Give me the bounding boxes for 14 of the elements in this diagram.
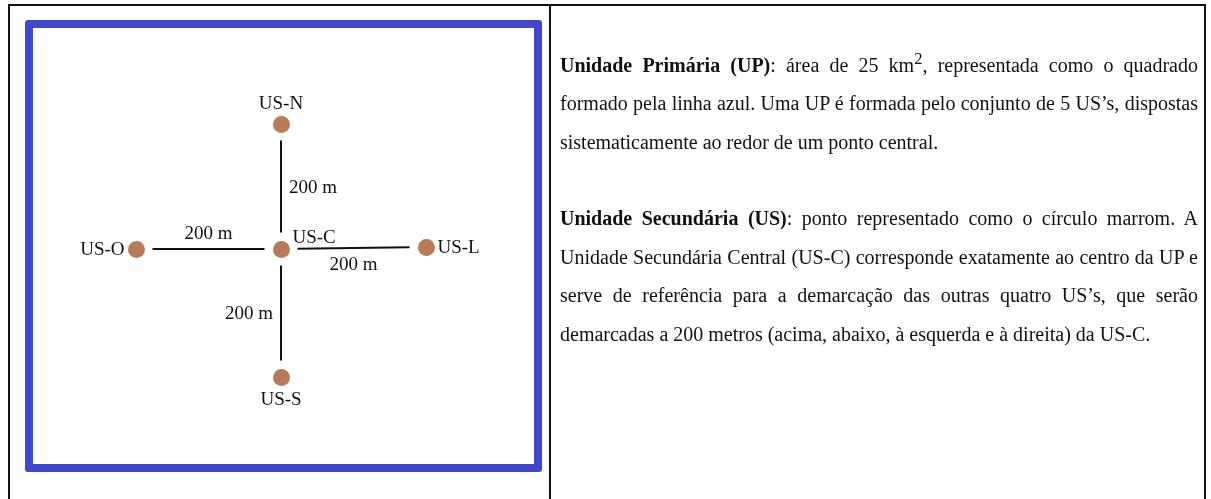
description-paragraph: Unidade Primária (UP): área de 25 km$^{2}$, representada como o quadrado formado pela linha azul. Uma UP é formada pelo conjunto de 5 US’s, dispostas sistematicamente ao redor de um ponto central. [560,48,1198,156]
sample-point: US-O [80,239,145,259]
connector-line [280,264,282,362]
connector-line [280,139,282,234]
distance-label: 200 m [224,303,273,323]
distance-label: 200 m [289,176,338,197]
distance-label: 200 m [184,223,233,243]
connector-line [296,246,411,250]
sample-point: US-S [260,368,302,409]
description-paragraph: Unidade Secundária (US): ponto representado como o círculo marrom. A Unidade Secundária Central (US-C) corresponde exatamente ao centro da UP e serve de referência para a demarcação das outras quatro US’s, que serão demarcadas a 200 metros (acima, abaixo, à esquerda e à direita) da US-C. [560,206,1198,348]
square-outline [25,20,542,472]
connector-line [151,248,266,250]
sample-point: US-L [417,237,480,257]
sample-point: US-N [258,92,304,133]
